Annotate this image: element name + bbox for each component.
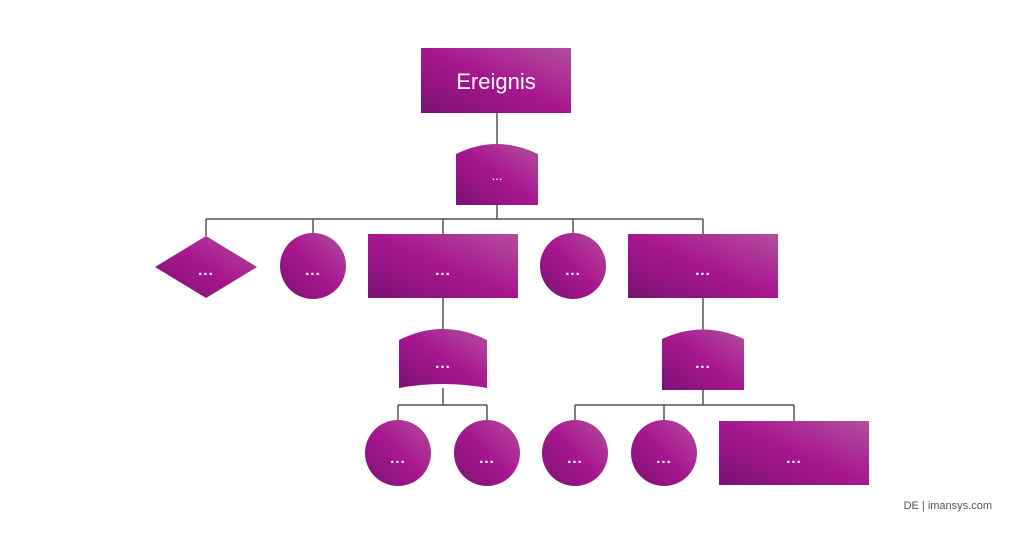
circle-2-label: ... (479, 450, 495, 467)
rect-node-a: ... (368, 234, 518, 298)
connector-lines (205, 113, 795, 422)
gate-top-label: ... (492, 168, 503, 183)
diamond-node: ... (155, 236, 257, 298)
gate-right-label: ... (695, 355, 711, 372)
diamond-label: ... (198, 262, 214, 279)
circle-node-3: ... (542, 420, 608, 486)
circle-1-label: ... (390, 450, 406, 467)
footer-credit: DE | imansys.com (903, 500, 992, 512)
top-event-node: Ereignis (421, 48, 571, 113)
circle-b-label: ... (565, 262, 581, 279)
rect-a-label: ... (435, 262, 451, 279)
circle-node-1: ... (365, 420, 431, 486)
circle-4-label: ... (656, 450, 672, 467)
circle-node-2: ... (454, 420, 520, 486)
rect-node-b: ... (628, 234, 778, 298)
or-gate-top: ... (456, 144, 538, 205)
or-gate-right: ... (662, 329, 744, 390)
circle-node-a: ... (280, 233, 346, 299)
gate-left-label: ... (435, 355, 451, 372)
rect-node-c: ... (719, 421, 869, 485)
and-gate-left: ... (399, 329, 487, 388)
rect-c-label: ... (786, 450, 802, 467)
circle-3-label: ... (567, 450, 583, 467)
circle-node-b: ... (540, 233, 606, 299)
circle-node-4: ... (631, 420, 697, 486)
top-event-label: Ereignis (456, 69, 535, 94)
circle-a-label: ... (305, 262, 321, 279)
rect-b-label: ... (695, 262, 711, 279)
